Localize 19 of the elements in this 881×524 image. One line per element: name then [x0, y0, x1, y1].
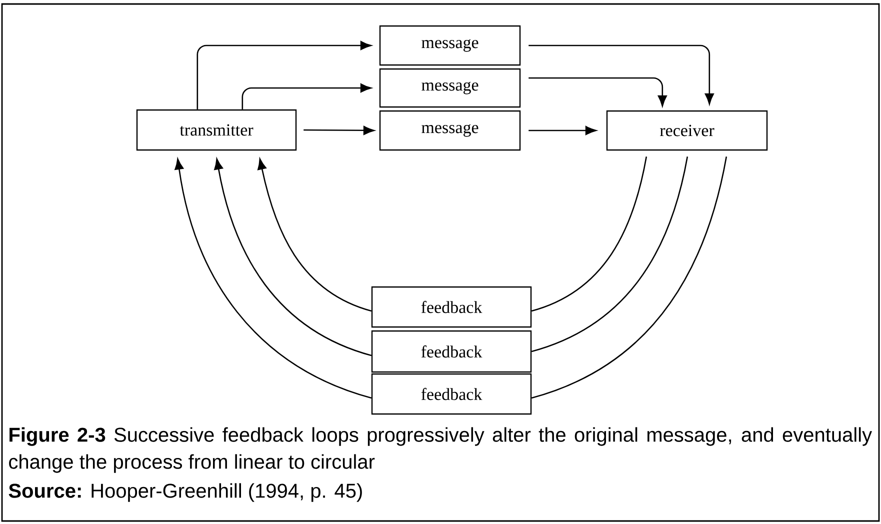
- process-box: message: [379, 25, 521, 66]
- arrow: [528, 77, 667, 106]
- caption: Figure 2-3 Successive feedback loops progressively alter the original message, and eventually change the process from linear to circular: [9, 427, 872, 473]
- process-box: message: [379, 110, 521, 151]
- arrow: [258, 158, 372, 312]
- arrow: [242, 84, 372, 110]
- process-box: feedback: [371, 286, 532, 328]
- source-note: Source: Hooper-Greenhill (1994, p. 45): [8, 483, 362, 502]
- process-box: feedback: [371, 330, 532, 373]
- process-box: transmitter: [136, 109, 297, 151]
- process-box: feedback: [371, 373, 532, 415]
- arrow: [528, 126, 596, 135]
- arrow: [304, 126, 374, 135]
- process-box: receiver: [606, 110, 768, 151]
- arrow: [214, 158, 372, 356]
- arrow: [528, 44, 714, 104]
- arrow: [174, 158, 372, 399]
- arrow: [196, 41, 372, 110]
- process-box: message: [379, 68, 521, 108]
